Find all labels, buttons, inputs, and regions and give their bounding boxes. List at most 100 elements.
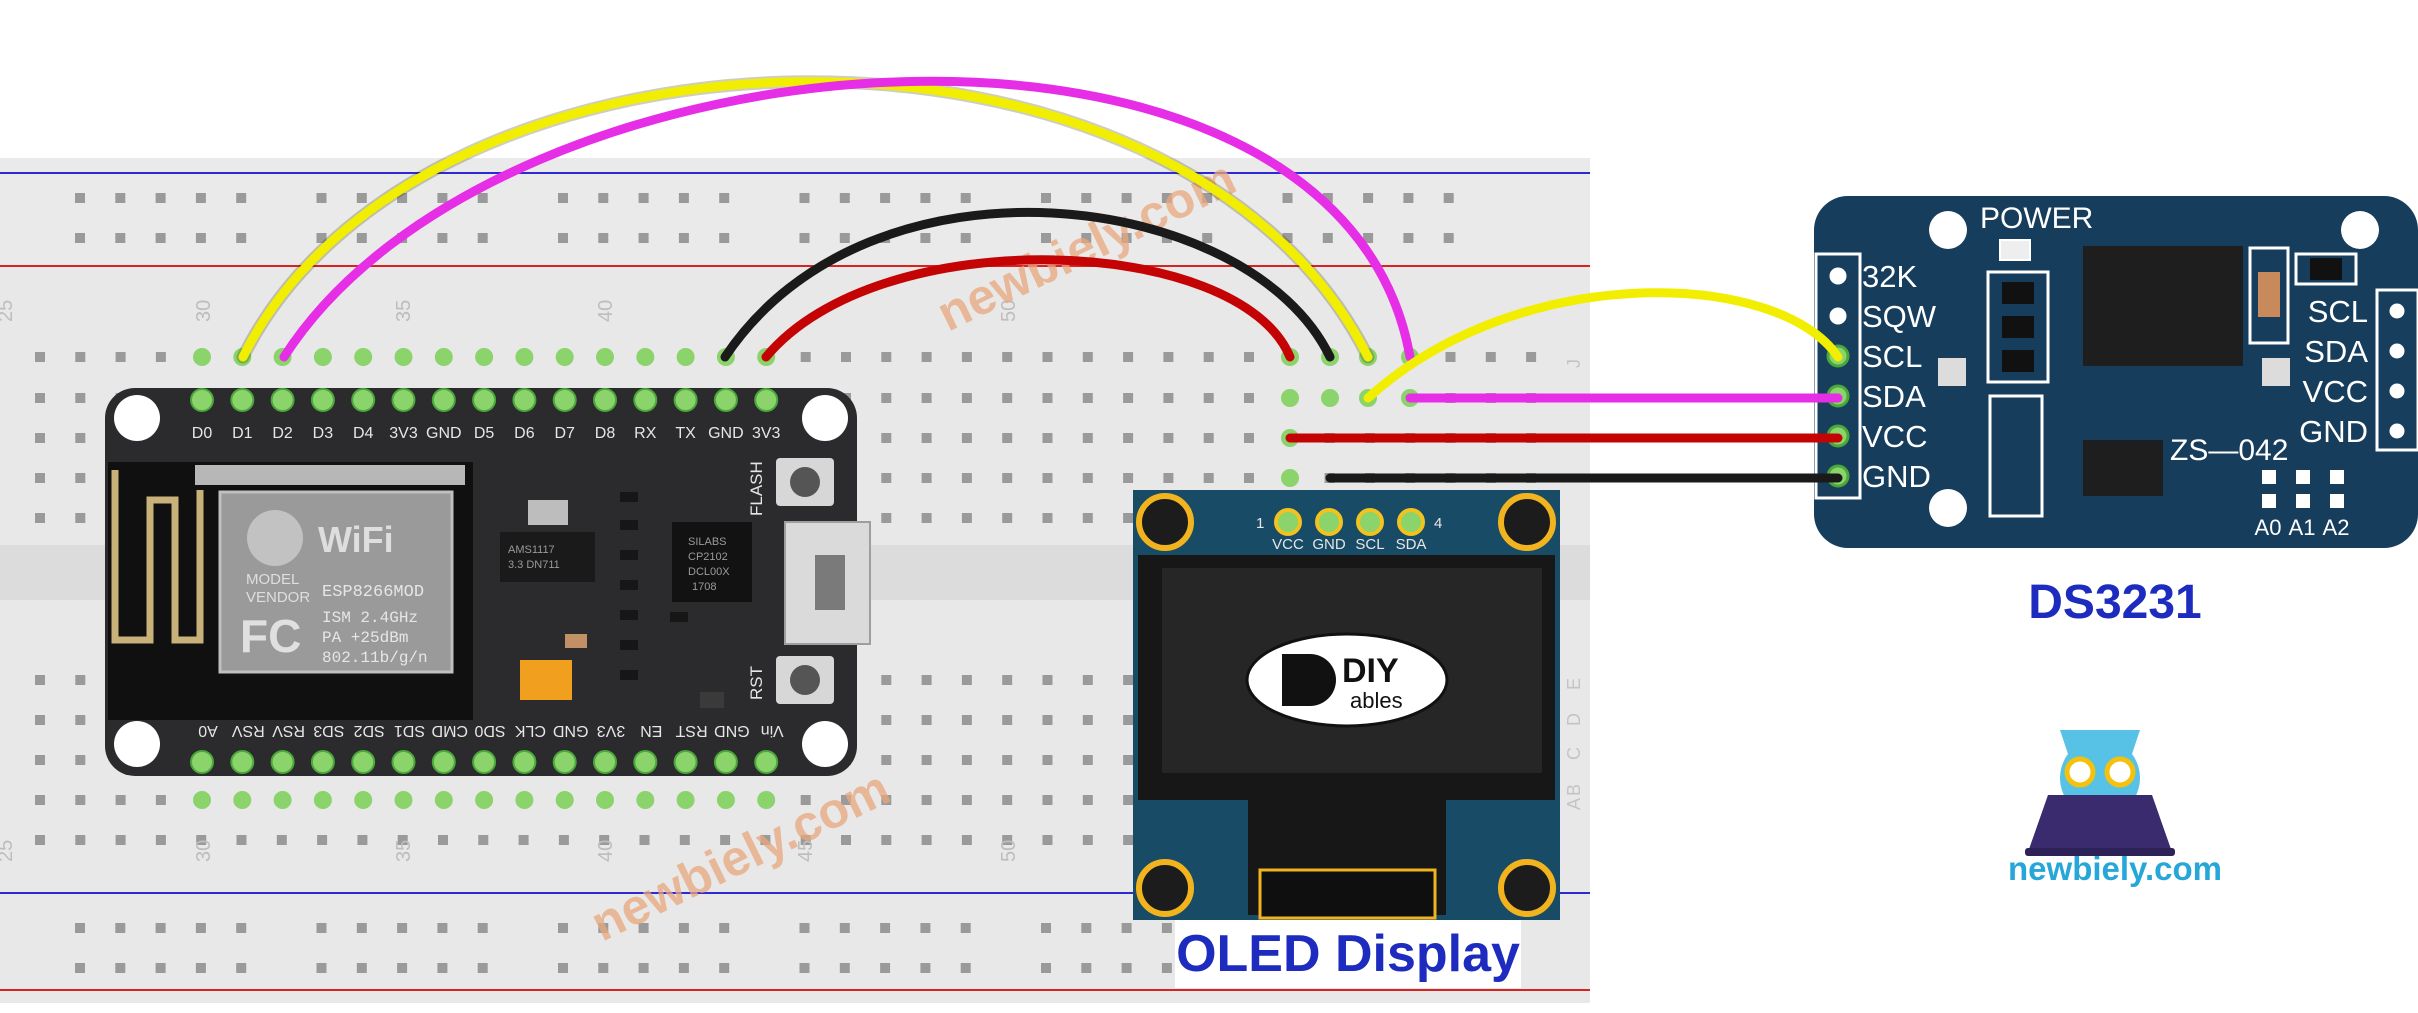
connected-hole xyxy=(233,791,252,809)
rtc-right-pin-label: SDA xyxy=(2304,334,2368,369)
rail-hole xyxy=(1282,233,1293,243)
rail-hole xyxy=(316,963,327,973)
rail-hole xyxy=(477,923,488,933)
rail-hole xyxy=(678,193,689,203)
rail-hole xyxy=(477,233,488,243)
terminal-hole xyxy=(35,393,45,403)
connected-hole xyxy=(676,348,695,366)
mcu-pin-bottom xyxy=(593,750,617,774)
mount-hole-top-left xyxy=(114,395,160,441)
rail-hole xyxy=(1121,233,1132,243)
oled-pin-label: SDA xyxy=(1396,536,1427,553)
rail-hole xyxy=(477,193,488,203)
terminal-hole xyxy=(881,755,892,765)
rail-hole xyxy=(115,963,126,973)
connected-hole xyxy=(273,791,292,809)
terminal-hole xyxy=(276,835,287,845)
rail-hole xyxy=(75,193,85,203)
terminal-hole xyxy=(317,835,328,845)
mcu-pin-label-top: GND xyxy=(708,425,744,442)
rail-hole xyxy=(1202,233,1213,243)
terminal-hole xyxy=(35,433,45,443)
terminal-hole xyxy=(558,835,569,845)
rail-hole xyxy=(1443,193,1454,203)
rail-hole xyxy=(356,193,367,203)
terminal-hole xyxy=(921,755,932,765)
terminal-hole xyxy=(1002,433,1013,443)
terminal-hole xyxy=(1244,393,1254,403)
connected-hole xyxy=(354,348,373,366)
mcu-pin-label-bottom: A0 xyxy=(198,722,218,739)
terminal-hole xyxy=(1163,433,1174,443)
terminal-hole xyxy=(1002,675,1013,685)
column-number-50-top: 50 xyxy=(998,300,1020,322)
oled-title: OLED Display xyxy=(1175,920,1521,988)
rail-hole xyxy=(920,963,931,973)
column-number-50-bottom: 50 xyxy=(998,840,1020,862)
connected-hole xyxy=(313,348,332,366)
terminal-hole xyxy=(921,433,932,443)
rail-hole xyxy=(839,193,850,203)
mcu-pin-bottom xyxy=(713,750,738,774)
rtc-mount-hole-bl xyxy=(1929,489,1967,527)
rail-hole xyxy=(1363,193,1374,203)
terminal-hole xyxy=(1445,352,1456,362)
rail-hole xyxy=(155,193,166,203)
rail-hole xyxy=(719,193,730,203)
rail-hole xyxy=(1041,233,1051,243)
module-spec-std: 802.11b/g/n xyxy=(322,649,428,667)
terminal-hole xyxy=(75,473,86,483)
oled-mount-hole-tl xyxy=(1136,493,1194,551)
connected-hole xyxy=(193,791,211,809)
terminal-hole xyxy=(35,675,45,685)
connected-hole xyxy=(757,791,776,809)
terminal-hole xyxy=(35,835,45,845)
rail-hole xyxy=(397,963,408,973)
terminal-hole xyxy=(881,513,892,523)
rail-hole xyxy=(920,193,931,203)
terminal-hole xyxy=(115,352,126,362)
mcu-pin-label-top: D4 xyxy=(353,425,374,442)
rail-hole xyxy=(598,193,609,203)
terminal-hole xyxy=(1123,473,1134,483)
rail-hole xyxy=(75,963,85,973)
charging-resistor xyxy=(2258,272,2280,317)
mcu-pin-label-top: GND xyxy=(426,425,462,442)
terminal-hole xyxy=(1123,433,1134,443)
terminal-hole xyxy=(35,795,45,805)
column-number-30-bottom: 30 xyxy=(193,840,215,862)
terminal-hole xyxy=(639,835,650,845)
rail-hole xyxy=(1322,193,1333,203)
rtc-right-pin-label: VCC xyxy=(2303,374,2368,409)
terminal-hole xyxy=(1123,795,1134,805)
usb-chip-line-2: CP2102 xyxy=(688,551,728,563)
usb-chip-line-1: SILABS xyxy=(688,536,727,548)
mcu-pin-top xyxy=(310,388,335,412)
connected-hole xyxy=(1281,469,1299,487)
terminal-hole xyxy=(1002,715,1013,725)
micro-usb-port[interactable] xyxy=(784,521,871,645)
rail-hole xyxy=(1121,193,1132,203)
rail-hole xyxy=(839,923,850,933)
terminal-hole xyxy=(1526,352,1537,362)
terminal-hole xyxy=(75,675,86,685)
rail-hole xyxy=(960,193,971,203)
rail-hole xyxy=(1161,193,1172,203)
rail-hole xyxy=(638,963,649,973)
rtc-eeprom-label: ZS—042 xyxy=(2170,434,2288,467)
terminal-hole xyxy=(1082,835,1093,845)
rail-hole xyxy=(115,233,126,243)
connected-hole xyxy=(394,348,413,366)
rail-hole xyxy=(316,923,327,933)
module-model: ESP8266MOD xyxy=(322,583,424,602)
rail-hole xyxy=(155,233,166,243)
rail-hole xyxy=(719,233,730,243)
mcu-pin-label-top: D3 xyxy=(313,425,334,442)
mcu-pin-top xyxy=(190,388,214,412)
rail-hole xyxy=(1161,923,1172,933)
terminal-hole xyxy=(1002,473,1013,483)
mcu-pin-top xyxy=(593,388,617,412)
mcu-pin-label-bottom: SD2 xyxy=(354,722,385,739)
terminal-hole xyxy=(155,352,166,362)
